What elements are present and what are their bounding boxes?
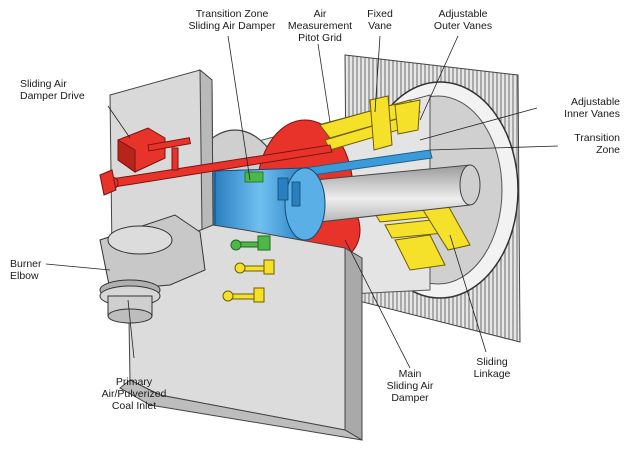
label-transition-zone: Transition Zone	[574, 132, 620, 156]
label-inner-vanes: Adjustable Inner Vanes	[564, 96, 620, 120]
label-sliding-linkage: Sliding Linkage	[473, 356, 511, 380]
front-wall	[109, 68, 363, 441]
label-pitot-grid: Air Measurement Pitot Grid	[287, 8, 353, 44]
label-primary-inlet: Primary Air/Pulverized Coal Inlet	[101, 376, 167, 412]
damper-drive	[99, 127, 333, 196]
label-transition-damper: Transition Zone Sliding Air Damper	[188, 8, 276, 32]
label-main-damper: Main Sliding Air Damper	[386, 368, 434, 404]
leader-lines	[45, 35, 559, 369]
label-damper-drive: Sliding Air Damper Drive	[20, 78, 85, 102]
label-burner-elbow: Burner Elbow	[10, 258, 42, 282]
label-fixed-vane: Fixed Vane	[367, 8, 393, 32]
actuator-handles	[222, 235, 275, 303]
label-outer-vanes: Adjustable Outer Vanes	[433, 8, 493, 32]
